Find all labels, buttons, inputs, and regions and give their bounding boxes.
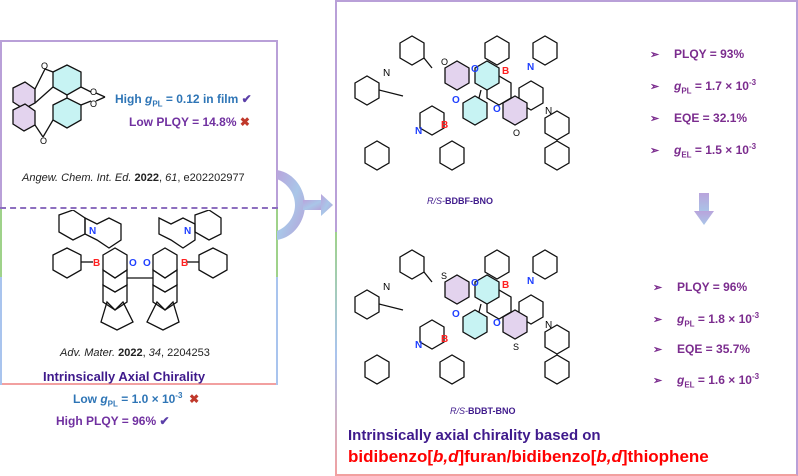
furan-oxygen: O	[513, 128, 520, 138]
atom-o: O	[90, 87, 97, 97]
thiophene-sulfur: S	[441, 271, 447, 281]
reference-angew: Angew. Chem. Int. Ed. 2022, 61, e2022029…	[22, 172, 245, 184]
atom-o: O	[40, 136, 47, 146]
left-bottom-panel	[0, 207, 278, 385]
dashed-divider	[0, 207, 278, 209]
atom-b: B	[93, 258, 100, 269]
atom-o: O	[129, 258, 137, 269]
atom-o: O	[41, 61, 48, 71]
cross-icon: ✖	[239, 115, 250, 129]
m1-plqy: ➢PLQY = 93%	[650, 47, 745, 61]
bullet-arrow-icon: ➢	[650, 145, 660, 157]
ring-lilac	[444, 274, 470, 305]
ring-cyan-bottom	[52, 97, 82, 129]
left-section-title: Intrinsically Axial Chirality	[43, 369, 206, 384]
atom-n: N	[545, 106, 552, 117]
cross-icon: ✖	[189, 392, 200, 406]
m1-eqe: ➢EQE = 32.1%	[650, 111, 748, 125]
reference-adv-mater: Adv. Mater. 2022, 34, 2204253	[60, 347, 210, 359]
ring-cyan-top	[52, 64, 82, 96]
ring-cyan	[462, 95, 488, 126]
atom-b: B	[441, 120, 448, 131]
bullet-arrow-icon: ➢	[653, 344, 663, 356]
bullet-arrow-icon: ➢	[653, 282, 663, 294]
m2-gpl: ➢gPL = 1.8 × 10-3	[653, 311, 760, 329]
molecule2-label: R/S-BDBT-BNO	[450, 406, 516, 416]
molecule1-label: R/S-BDBF-BNO	[427, 196, 493, 206]
ring-cyan	[474, 274, 500, 305]
down-arrow-icon	[694, 193, 714, 225]
bullet-arrow-icon: ➢	[650, 81, 660, 93]
atom-n: N	[545, 320, 552, 331]
conclusion-line2: bidibenzo[b,d]furan/bidibenzo[b,d]thioph…	[348, 447, 709, 466]
check-icon: ✔	[241, 92, 252, 106]
thiophene-sulfur: S	[513, 342, 519, 352]
furan-oxygen: O	[441, 57, 448, 67]
low-gpl-text: Low gPL = 1.0 × 10-3 ✖	[73, 391, 200, 409]
atom-n: N	[415, 340, 422, 351]
m1-gel: ➢gEL = 1.5 × 10-3	[650, 142, 757, 160]
ring-lilac-bottom	[12, 103, 36, 132]
left-top-panel	[0, 40, 278, 207]
atom-b: B	[441, 334, 448, 345]
atom-n: N	[415, 126, 422, 137]
bullet-arrow-icon: ➢	[653, 375, 663, 387]
high-gpl-text: High gPL = 0.12 in film ✔	[115, 92, 252, 109]
atom-n: N	[184, 226, 191, 237]
right-panel	[335, 0, 798, 476]
bullet-arrow-icon: ➢	[650, 113, 660, 125]
ring-lilac	[502, 309, 528, 340]
bullet-arrow-icon: ➢	[653, 314, 663, 326]
atom-o: O	[90, 99, 97, 109]
m1-gpl: ➢gPL = 1.7 × 10-3	[650, 78, 757, 96]
atom-o: O	[143, 258, 151, 269]
atom-o: O	[471, 64, 479, 75]
atom-o: O	[493, 318, 501, 329]
ring-cyan	[474, 60, 500, 91]
atom-b: B	[502, 280, 509, 291]
atom-n: N	[383, 68, 390, 79]
helicene-molecule: O O O O	[12, 61, 106, 146]
atom-n: N	[527, 276, 534, 287]
check-icon: ✔	[159, 414, 170, 428]
high-plqy-text: High PLQY = 96% ✔	[56, 414, 170, 428]
bdbf-bno-molecule: O O O B B N N N N O O	[354, 35, 570, 171]
m2-gel: ➢gEL = 1.6 × 10-3	[653, 372, 760, 390]
low-plqy-text: Low PLQY = 14.8% ✖	[129, 115, 250, 129]
bno-dimer-molecule: N N B B O O	[52, 210, 228, 331]
atom-o: O	[493, 104, 501, 115]
atom-b: B	[181, 258, 188, 269]
bdbt-bno-molecule: O O O B B N N N N S S	[354, 249, 570, 385]
conclusion-line1: Intrinsically axial chirality based on	[348, 427, 601, 444]
ring-lilac	[502, 95, 528, 126]
atom-n: N	[89, 226, 96, 237]
curved-arrow-icon	[277, 170, 333, 240]
atom-n: N	[383, 282, 390, 293]
atom-o: O	[452, 309, 460, 320]
bullet-arrow-icon: ➢	[650, 49, 660, 61]
m2-eqe: ➢EQE = 35.7%	[653, 342, 751, 356]
ring-cyan	[462, 309, 488, 340]
atom-b: B	[502, 66, 509, 77]
atom-o: O	[471, 278, 479, 289]
atom-n: N	[527, 62, 534, 73]
m2-plqy: ➢PLQY = 96%	[653, 280, 748, 294]
atom-o: O	[452, 95, 460, 106]
ring-lilac	[444, 60, 470, 91]
